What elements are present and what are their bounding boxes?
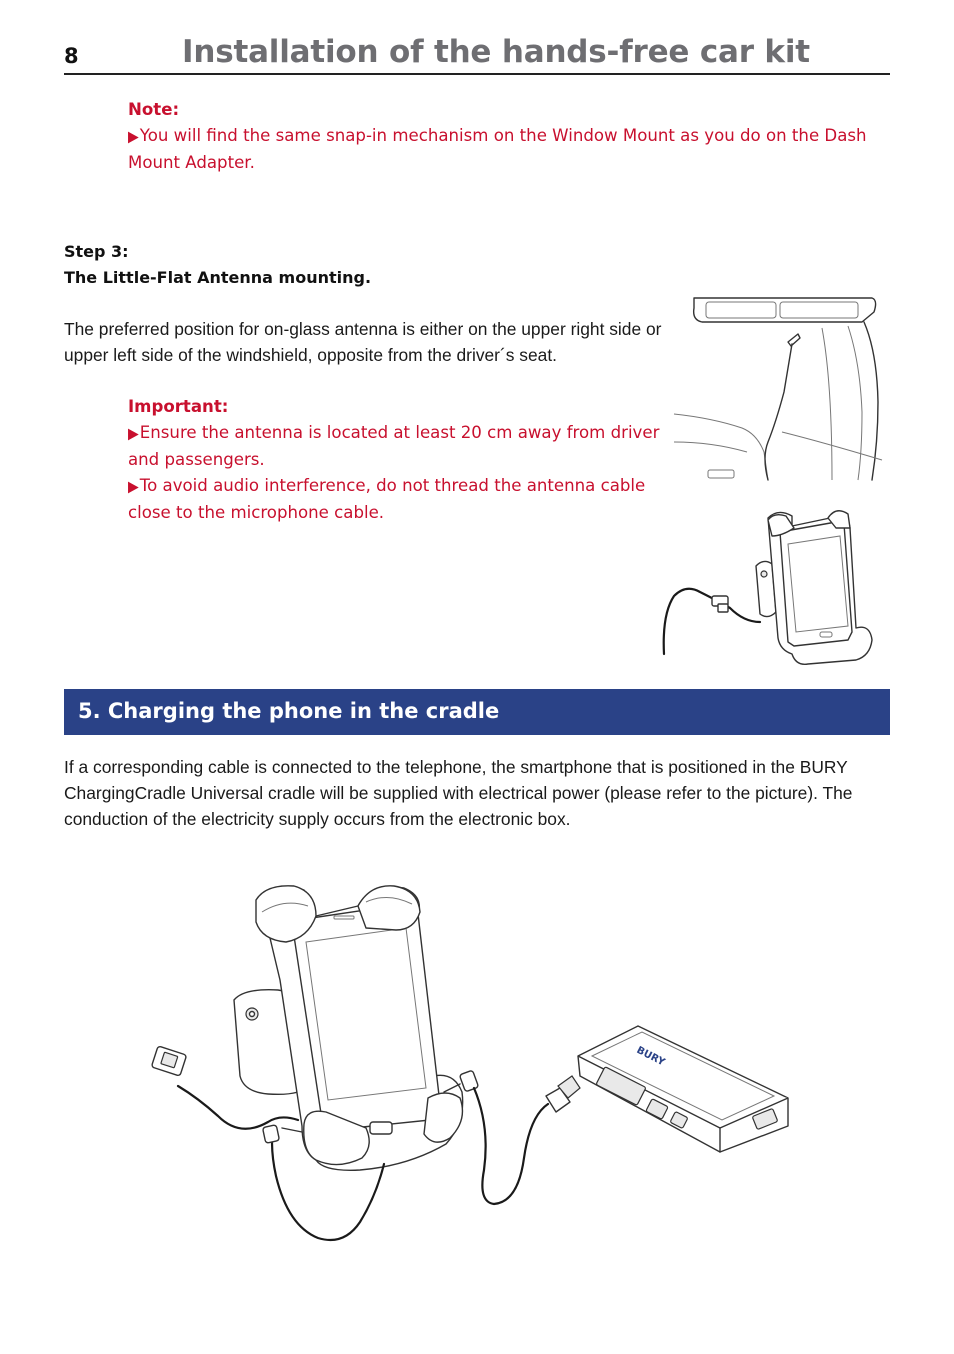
- note-block: Note: ▶You will find the same snap-in me…: [128, 97, 898, 176]
- note-text: You will find the same snap-in mechanism…: [128, 126, 867, 172]
- cradle-small-illustration: [662, 510, 873, 665]
- step-title: The Little-Flat Antenna mounting.: [64, 268, 372, 287]
- charging-cradle-illustration: BURY: [151, 885, 789, 1242]
- important-block: Important: ▶Ensure the antenna is locate…: [128, 394, 674, 526]
- arrow-right-icon: ▶: [128, 128, 139, 146]
- arrow-right-icon: ▶: [128, 424, 139, 443]
- section-title: 5. Charging the phone in the cradle: [78, 699, 500, 723]
- section-header-bar: [64, 689, 890, 735]
- important-item: ▶To avoid audio interference, do not thr…: [128, 473, 674, 526]
- step-label: Step 3:: [64, 242, 129, 261]
- arrow-right-icon: ▶: [128, 477, 139, 496]
- note-heading: Note:: [128, 100, 180, 119]
- important-heading: Important:: [128, 397, 229, 416]
- important-item: ▶Ensure the antenna is located at least …: [128, 420, 674, 473]
- page-number: 8: [64, 44, 79, 68]
- antenna-paragraph: The preferred position for on-glass ante…: [64, 319, 662, 365]
- windshield-antenna-illustration: [673, 297, 883, 481]
- title-divider: [64, 73, 890, 75]
- charging-paragraph: If a corresponding cable is connected to…: [64, 757, 853, 829]
- page-title: Installation of the hands-free car kit: [182, 34, 810, 70]
